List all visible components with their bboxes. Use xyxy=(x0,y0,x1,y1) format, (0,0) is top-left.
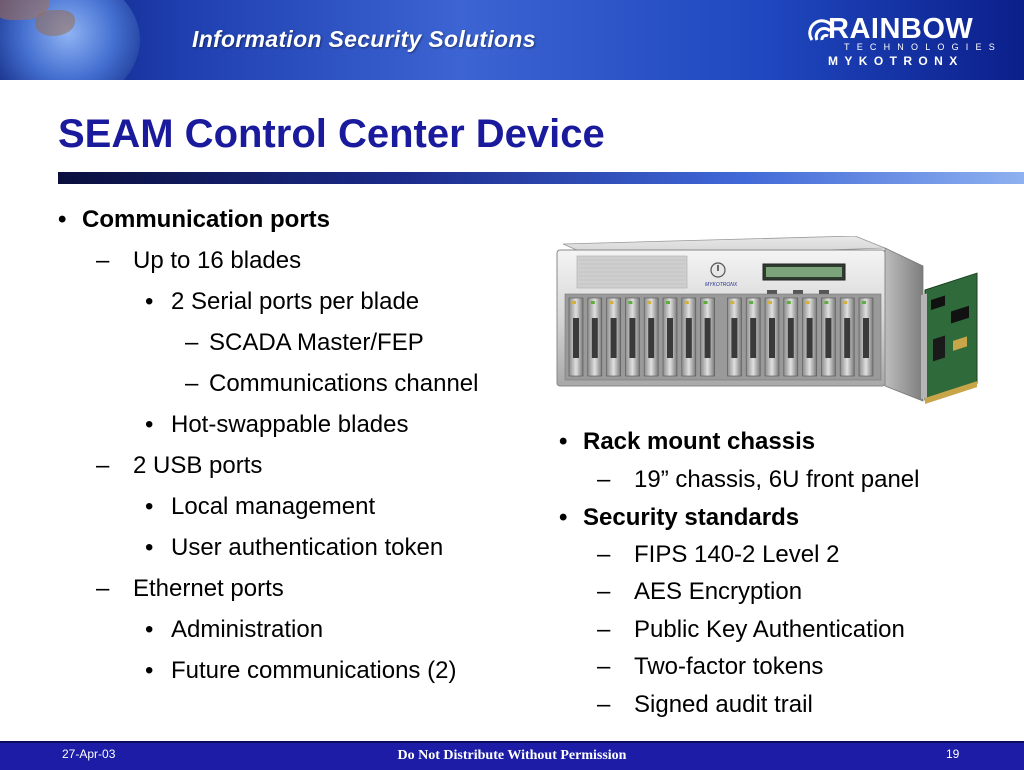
logo-brand: RAINBOW xyxy=(828,13,974,45)
blade-card xyxy=(921,272,978,404)
list-item-text: Rack mount chassis xyxy=(583,428,816,455)
blade-led xyxy=(684,301,689,304)
slide-title: SEAM Control Center Device xyxy=(58,112,605,156)
bullet-marker: • xyxy=(559,428,568,455)
blade-led xyxy=(666,301,670,304)
list-item-text: Communications channel xyxy=(209,370,479,397)
bullet-marker: • xyxy=(145,288,154,315)
list-item-text: Hot-swappable blades xyxy=(171,411,409,438)
blade-connector xyxy=(787,318,794,358)
dash-marker: – xyxy=(96,247,110,274)
bullet-marker: • xyxy=(145,411,154,438)
list-item-text: AES Encryption xyxy=(634,578,803,605)
ethernet-port xyxy=(819,290,829,296)
dash-marker: – xyxy=(185,329,199,356)
footer-notice: Do Not Distribute Without Permission xyxy=(397,748,627,763)
banner-title: Information Security Solutions xyxy=(192,26,536,52)
list-item-text: 2 USB ports xyxy=(133,452,263,479)
footer-date: 27-Apr-03 xyxy=(62,747,116,761)
dash-marker: – xyxy=(96,575,110,602)
dash-marker: – xyxy=(185,370,199,397)
blade-connector xyxy=(806,318,813,358)
bullet-marker: • xyxy=(145,657,154,684)
blade-connector xyxy=(685,318,692,358)
dash-marker: – xyxy=(597,616,611,643)
bullet-marker: • xyxy=(559,504,568,531)
blade-connector xyxy=(591,318,598,358)
rainbow-arc-icon xyxy=(808,19,834,41)
list-item-text: Ethernet ports xyxy=(133,575,284,602)
blade-led xyxy=(768,301,772,304)
list-item-text: Public Key Authentication xyxy=(634,616,905,643)
blade-led xyxy=(647,301,652,304)
blade-connector xyxy=(844,318,851,358)
dash-marker: – xyxy=(597,466,611,493)
list-item-text: Security standards xyxy=(583,504,800,531)
globe-graphic xyxy=(0,0,140,80)
page-number: 19 xyxy=(946,747,960,761)
bullet-marker: • xyxy=(145,534,154,561)
globe-landmass xyxy=(0,0,50,20)
bullet-marker: • xyxy=(58,206,67,233)
rack-chassis-illustration: MYKOTRONX xyxy=(556,236,978,404)
bullet-marker: • xyxy=(145,616,154,643)
lcd-screen xyxy=(766,267,842,277)
blade-connector xyxy=(750,318,757,358)
header-banner: Information Security Solutions RAINBOW T… xyxy=(0,0,1024,80)
list-item-text: Signed audit trail xyxy=(634,691,813,718)
blade-led xyxy=(786,301,791,304)
blade-led xyxy=(730,301,735,304)
chassis-side xyxy=(884,247,924,402)
blade-connector xyxy=(825,318,832,358)
list-item-text: Future communications (2) xyxy=(171,657,457,684)
list-item-text: Up to 16 blades xyxy=(133,247,302,274)
blade-led xyxy=(609,301,614,304)
blade-led xyxy=(590,301,595,304)
blade-led xyxy=(824,301,829,304)
dash-marker: – xyxy=(597,691,611,718)
blade-connector xyxy=(573,318,579,358)
usb-port xyxy=(793,290,803,296)
company-logo: RAINBOW TECHNOLOGIES MYKOTRONX xyxy=(808,12,995,70)
list-item-text: 19” chassis, 6U front panel xyxy=(634,466,920,493)
list-item-text: Two-factor tokens xyxy=(634,653,824,680)
blade-led xyxy=(749,301,754,304)
logo-division: MYKOTRONX xyxy=(828,54,964,68)
dash-marker: – xyxy=(597,541,611,568)
footer-bar: 27-Apr-03 Do Not Distribute Without Perm… xyxy=(0,741,1024,770)
list-item-text: 2 Serial ports per blade xyxy=(171,288,420,315)
blade-connector xyxy=(648,318,655,358)
list-item-text: User authentication token xyxy=(171,534,444,561)
blade-led xyxy=(843,301,848,304)
blade-led xyxy=(862,301,866,304)
list-item-text: FIPS 140-2 Level 2 xyxy=(634,541,840,568)
blade-led xyxy=(703,301,708,304)
bullet-marker: • xyxy=(145,493,154,520)
list-item-text: SCADA Master/FEP xyxy=(209,329,424,356)
blade-connector xyxy=(863,318,869,358)
list-item-text: Communication ports xyxy=(82,206,331,233)
blade-connector xyxy=(731,318,738,358)
dash-marker: – xyxy=(96,452,110,479)
blade-connector xyxy=(610,318,617,358)
title-divider xyxy=(58,172,1024,184)
list-item-text: Administration xyxy=(171,616,324,643)
blade-led xyxy=(805,301,810,304)
dash-marker: – xyxy=(597,653,611,680)
globe-landmass xyxy=(35,10,75,36)
usb-port xyxy=(767,290,777,296)
dash-marker: – xyxy=(597,578,611,605)
blade-slots xyxy=(568,297,874,377)
blade-connector xyxy=(667,318,673,358)
blade-led xyxy=(572,301,576,304)
faceplate-label: MYKOTRONX xyxy=(705,282,738,288)
blade-connector xyxy=(704,318,711,358)
blade-connector xyxy=(629,318,636,358)
vent-lines xyxy=(579,259,685,285)
blade-connector xyxy=(769,318,775,358)
logo-subtitle: TECHNOLOGIES xyxy=(844,42,1002,52)
list-item-text: Local management xyxy=(171,493,376,520)
blade-led xyxy=(628,301,633,304)
